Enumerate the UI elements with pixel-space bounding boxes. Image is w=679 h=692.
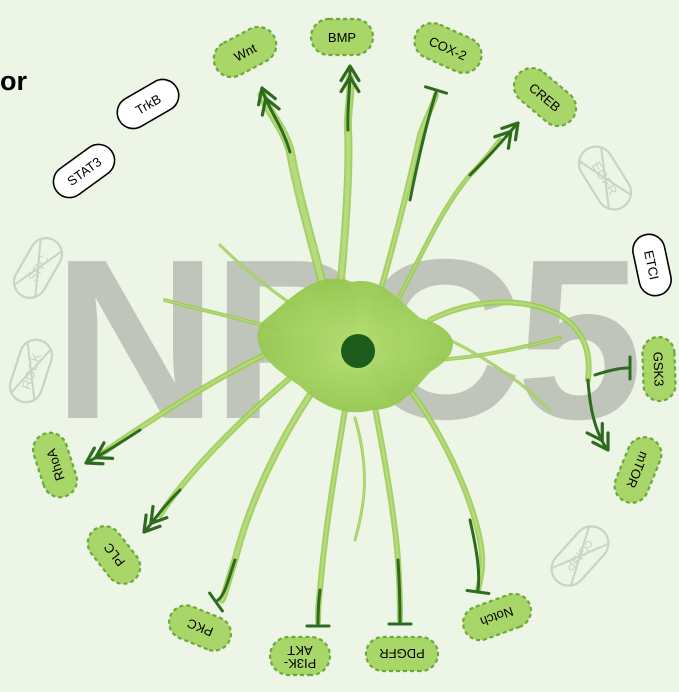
activation-arrowhead	[585, 422, 604, 443]
dendrite-highlight	[354, 417, 365, 541]
pathway-connectors	[84, 64, 632, 628]
node-shape	[641, 335, 677, 403]
dendrite-highlight	[409, 389, 484, 591]
node-shape	[413, 21, 483, 75]
nucleus	[341, 334, 375, 368]
connector-cox2	[408, 90, 438, 202]
node-label: BMP	[328, 30, 356, 45]
activation-arrowhead	[84, 446, 105, 466]
activation-arrowhead	[500, 121, 520, 142]
node-label: GSK3	[650, 351, 666, 386]
node-rock: ROCK	[8, 338, 54, 404]
exclusion-cross	[551, 542, 609, 570]
inhibition-bar	[423, 85, 449, 95]
node-shape	[167, 604, 233, 652]
node-pkc: PKC	[167, 604, 233, 652]
activation-arrowhead	[493, 129, 513, 150]
connector-mtor	[586, 378, 608, 450]
node-shape	[550, 525, 610, 587]
node-egfr: EGFR	[577, 145, 633, 211]
node-shape	[268, 635, 332, 677]
connector-plc	[144, 488, 182, 532]
connector-pdgfr	[396, 558, 402, 624]
exclusion-cross	[14, 250, 62, 286]
node-label: ETCI	[641, 249, 662, 281]
node-rhoa: RhoA	[31, 431, 79, 499]
node-gsk3: GSK3	[641, 335, 677, 403]
node-label: PDGFR	[379, 646, 425, 661]
exclusion-cross	[10, 349, 52, 393]
node-shape	[364, 635, 440, 673]
activation-arrowhead	[149, 504, 169, 526]
node-shape	[31, 431, 79, 499]
node-plc: PLC	[86, 525, 142, 585]
node-stat3: STAT3	[52, 143, 116, 199]
connector-wnt	[260, 88, 292, 154]
activation-arrowhead	[591, 431, 610, 452]
node-cox2: COX-2	[413, 21, 483, 75]
node-notch: Notch	[461, 592, 533, 642]
connector-pkc	[216, 558, 237, 602]
activation-arrowhead	[94, 441, 115, 460]
activation-arrowhead	[260, 96, 281, 117]
connector-gsk3	[593, 366, 630, 377]
node-mtor: mTOR	[613, 436, 663, 504]
node-shape	[86, 525, 142, 585]
node-wnt: Wnt	[212, 25, 278, 79]
node-shape	[613, 436, 663, 504]
dendrite-highlight	[429, 301, 590, 381]
node-shape	[212, 25, 278, 79]
connector-bmp	[346, 66, 352, 132]
title-fragment: or	[0, 66, 27, 96]
node-etci: ETCI	[632, 233, 672, 297]
inhibition-bar	[208, 591, 224, 613]
exclusion-cross	[600, 147, 610, 209]
node-creb: CREB	[512, 66, 578, 128]
activation-arrowhead	[339, 75, 361, 94]
node-shape	[309, 17, 375, 57]
node-pdgfr: PDGFR	[364, 635, 440, 673]
node-pi3k: PI3K-AKT	[268, 635, 332, 677]
node-shape	[577, 145, 633, 211]
connector-pi3k	[316, 588, 322, 626]
node-shape	[8, 338, 54, 404]
node-shape	[116, 78, 180, 130]
activation-arrowhead	[257, 86, 277, 107]
node-shape	[512, 66, 578, 128]
inhibition-bar	[465, 589, 491, 595]
node-bmp: BMP	[309, 17, 375, 57]
activation-arrowhead	[142, 513, 162, 534]
node-cgmp: cGMP	[550, 525, 610, 587]
node-trkb: TrkB	[116, 78, 180, 130]
node-label: PI3K-AKT	[284, 643, 317, 671]
dendrite-highlight	[449, 339, 551, 411]
node-shape	[632, 233, 672, 297]
activation-arrowhead	[339, 64, 361, 83]
connector-notch	[468, 518, 481, 592]
connector-rhoa	[86, 428, 142, 464]
node-shape	[52, 143, 116, 199]
node-shape	[12, 237, 64, 299]
